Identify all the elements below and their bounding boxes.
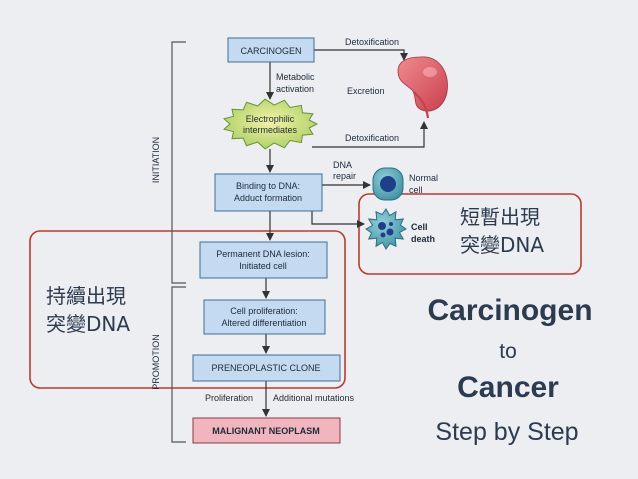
node-binding: Binding to DNA: Adduct formation xyxy=(214,173,323,212)
title-line-cancer: Cancer xyxy=(457,371,559,404)
normal-cell-icon xyxy=(372,167,404,201)
arrow-detox-bottom xyxy=(312,121,428,148)
title-line-step-by-step: Step by Step xyxy=(435,418,578,446)
node-permanent-lesion: Permanent DNA lesion: Initiated cell xyxy=(199,241,328,279)
label-excretion: Excretion xyxy=(347,86,385,96)
node-electrophilic-line2: intermediates xyxy=(243,125,298,135)
persistent-annotation-line1: 持續出現 xyxy=(46,284,126,308)
kidney-icon xyxy=(397,56,448,119)
node-electrophilic-line1: Electrophilic xyxy=(246,114,295,124)
node-preneoplastic-label: PRENEOPLASTIC CLONE xyxy=(211,363,320,373)
arrow-cell-death xyxy=(311,211,365,228)
node-preneoplastic-clone: PRENEOPLASTIC CLONE xyxy=(192,354,341,382)
promotion-bracket: PROMOTION xyxy=(151,286,186,443)
label-detox-top: Detoxification xyxy=(345,37,399,47)
arrow-detox-top xyxy=(314,49,408,61)
label-dna-repair-line2: repair xyxy=(333,171,356,181)
persistent-annotation-line2: 突變DNA xyxy=(46,312,130,336)
label-additional-mutations: Additional mutations xyxy=(273,393,355,403)
title-line-to: to xyxy=(499,340,517,363)
initiation-bracket: INITIATION xyxy=(151,41,186,284)
transient-mutation-highlight xyxy=(358,193,582,275)
label-metabolic-line2: activation xyxy=(276,84,314,94)
node-malignant-neoplasm: MALIGNANT NEOPLASM xyxy=(192,417,341,444)
label-detox-bottom: Detoxification xyxy=(345,133,399,143)
node-binding-line1: Binding to DNA: xyxy=(236,181,300,191)
label-cell-death-line2: death xyxy=(411,234,435,244)
node-cell-proliferation: Cell proliferation: Altered differentiat… xyxy=(203,299,326,335)
label-proliferation: Proliferation xyxy=(205,393,253,403)
node-cell-proliferation-line1: Cell proliferation: xyxy=(230,306,298,316)
transient-annotation-line2: 突變DNA xyxy=(460,233,544,257)
persistent-mutation-highlight xyxy=(29,230,346,389)
starburst-icon xyxy=(222,98,319,150)
node-malignant-label: MALIGNANT NEOPLASM xyxy=(212,426,320,436)
node-carcinogen: CARCINOGEN xyxy=(227,37,315,63)
label-normal-cell-line2: cell xyxy=(409,185,423,195)
title-line-carcinogen: Carcinogen xyxy=(427,294,592,327)
label-dna-repair-line1: DNA xyxy=(333,160,352,170)
node-permanent-lesion-line1: Permanent DNA lesion: xyxy=(216,249,310,259)
label-cell-death-line1: Cell xyxy=(411,222,428,232)
promotion-label: PROMOTION xyxy=(151,334,161,390)
node-binding-line2: Adduct formation xyxy=(234,193,302,203)
node-permanent-lesion-line2: Initiated cell xyxy=(239,261,287,271)
node-electrophilic: Electrophilic intermediates xyxy=(222,98,319,150)
node-carcinogen-label: CARCINOGEN xyxy=(240,46,301,56)
label-metabolic-line1: Metabolic xyxy=(276,72,315,82)
transient-annotation-line1: 短暫出現 xyxy=(460,205,540,229)
node-cell-proliferation-line2: Altered differentiation xyxy=(222,318,307,328)
label-normal-cell-line1: Normal xyxy=(409,173,438,183)
initiation-label: INITIATION xyxy=(151,137,161,183)
dead-cell-icon xyxy=(365,208,407,250)
